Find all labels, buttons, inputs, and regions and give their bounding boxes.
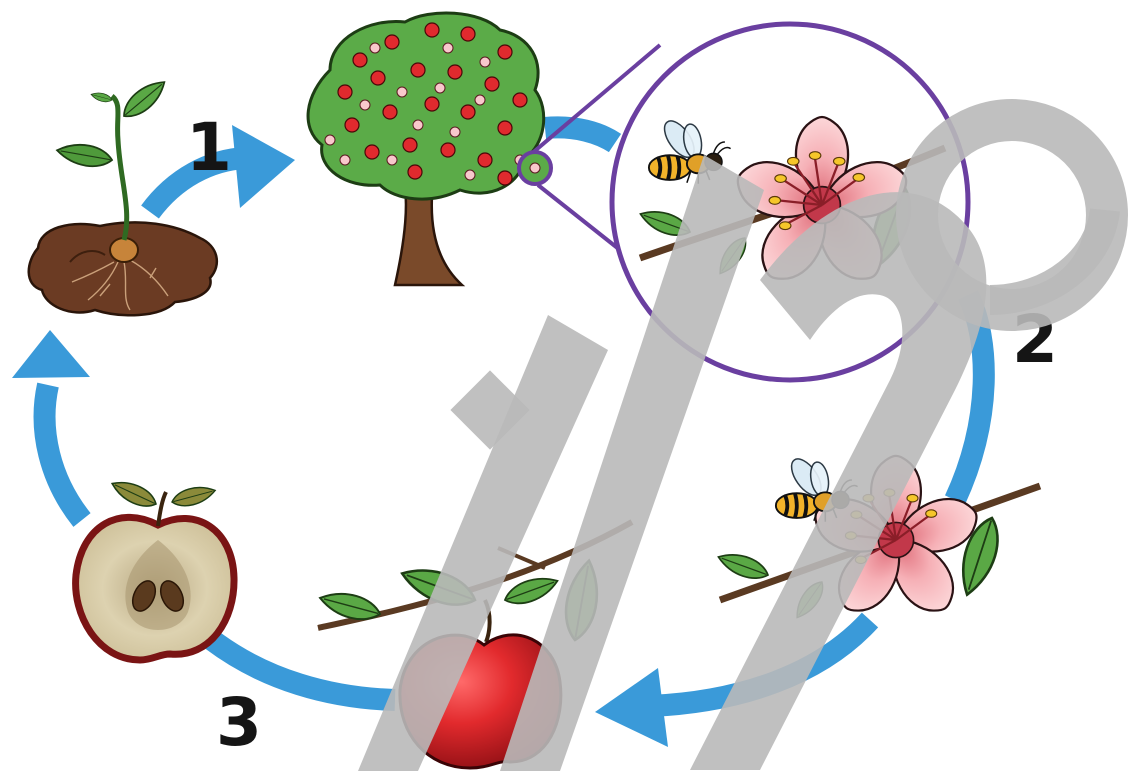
apple-half-icon — [72, 474, 238, 664]
arrow-half-to-seed — [33, 382, 91, 527]
arrowhead-tree — [232, 125, 295, 208]
arrowhead-apple — [595, 668, 668, 747]
arrow-tree-to-zoom — [543, 116, 622, 153]
apple-tree-icon — [306, 11, 546, 287]
arrowhead-seed — [12, 330, 90, 378]
seedling-icon — [27, 73, 219, 317]
arrow-seed-to-tree — [141, 147, 246, 219]
step-3-label: 3 — [216, 684, 262, 761]
arrowheads — [12, 125, 668, 747]
watermark-logo — [358, 99, 1128, 771]
arrow-apple-to-half — [205, 631, 396, 711]
step-1-label: 1 — [186, 109, 232, 186]
